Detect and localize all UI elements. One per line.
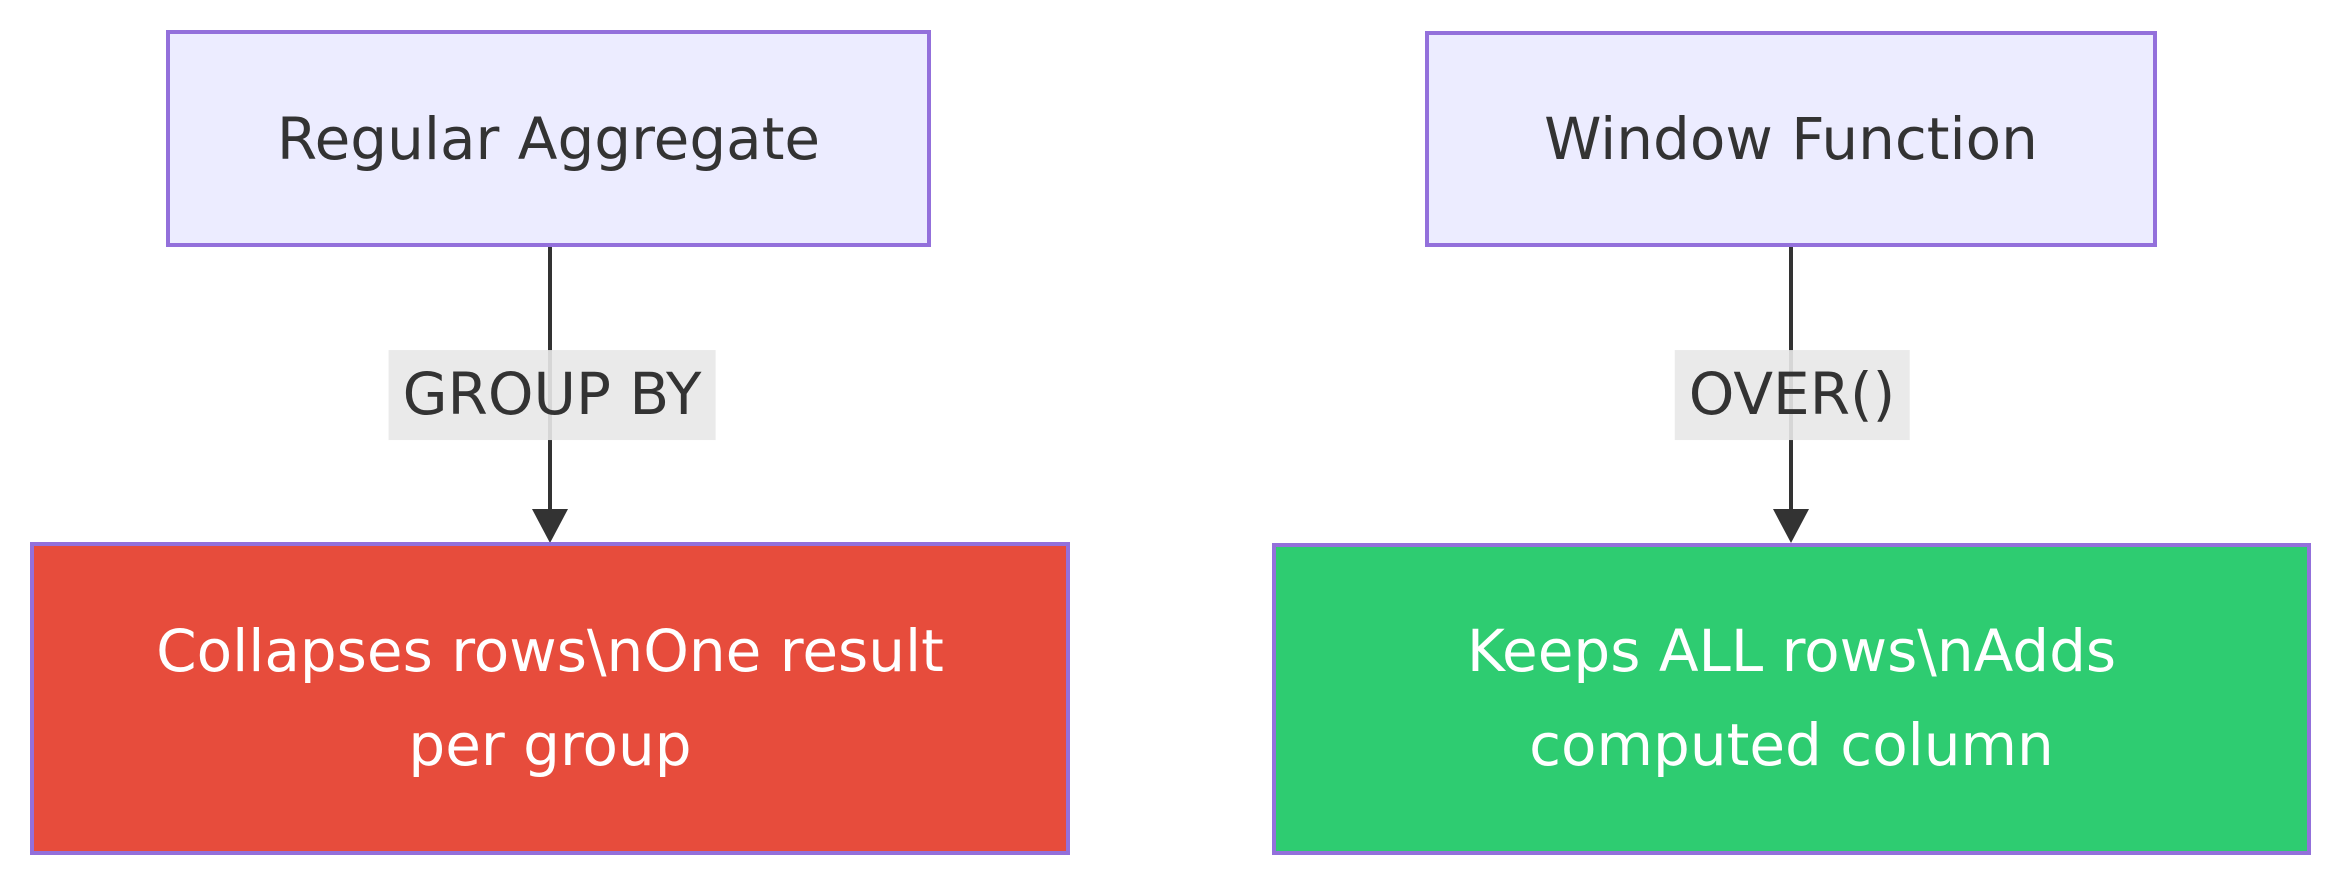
node-regular-aggregate: Regular Aggregate xyxy=(166,30,931,247)
node-collapses-rows-line1: Collapses rows\nOne result xyxy=(156,616,944,685)
edge-label-group-by-text: GROUP BY xyxy=(402,360,702,429)
node-collapses-rows-line2: per group xyxy=(408,710,692,779)
node-keeps-rows-line2: computed column xyxy=(1529,711,2054,779)
node-window-function-label: Window Function xyxy=(1544,105,2038,173)
node-regular-aggregate-label: Regular Aggregate xyxy=(276,104,821,173)
edge-label-over: OVER() xyxy=(1674,350,1910,440)
node-keeps-rows-line1: Keeps ALL rows\nAdds xyxy=(1466,617,2117,686)
node-keeps-rows: Keeps ALL rows\nAdds computed column xyxy=(1272,543,2311,855)
edge-label-group-by: GROUP BY xyxy=(388,350,716,440)
node-collapses-rows: Collapses rows\nOne result per group xyxy=(30,542,1070,855)
edge-label-over-text: OVER() xyxy=(1688,360,1896,429)
node-window-function: Window Function xyxy=(1425,31,2157,247)
